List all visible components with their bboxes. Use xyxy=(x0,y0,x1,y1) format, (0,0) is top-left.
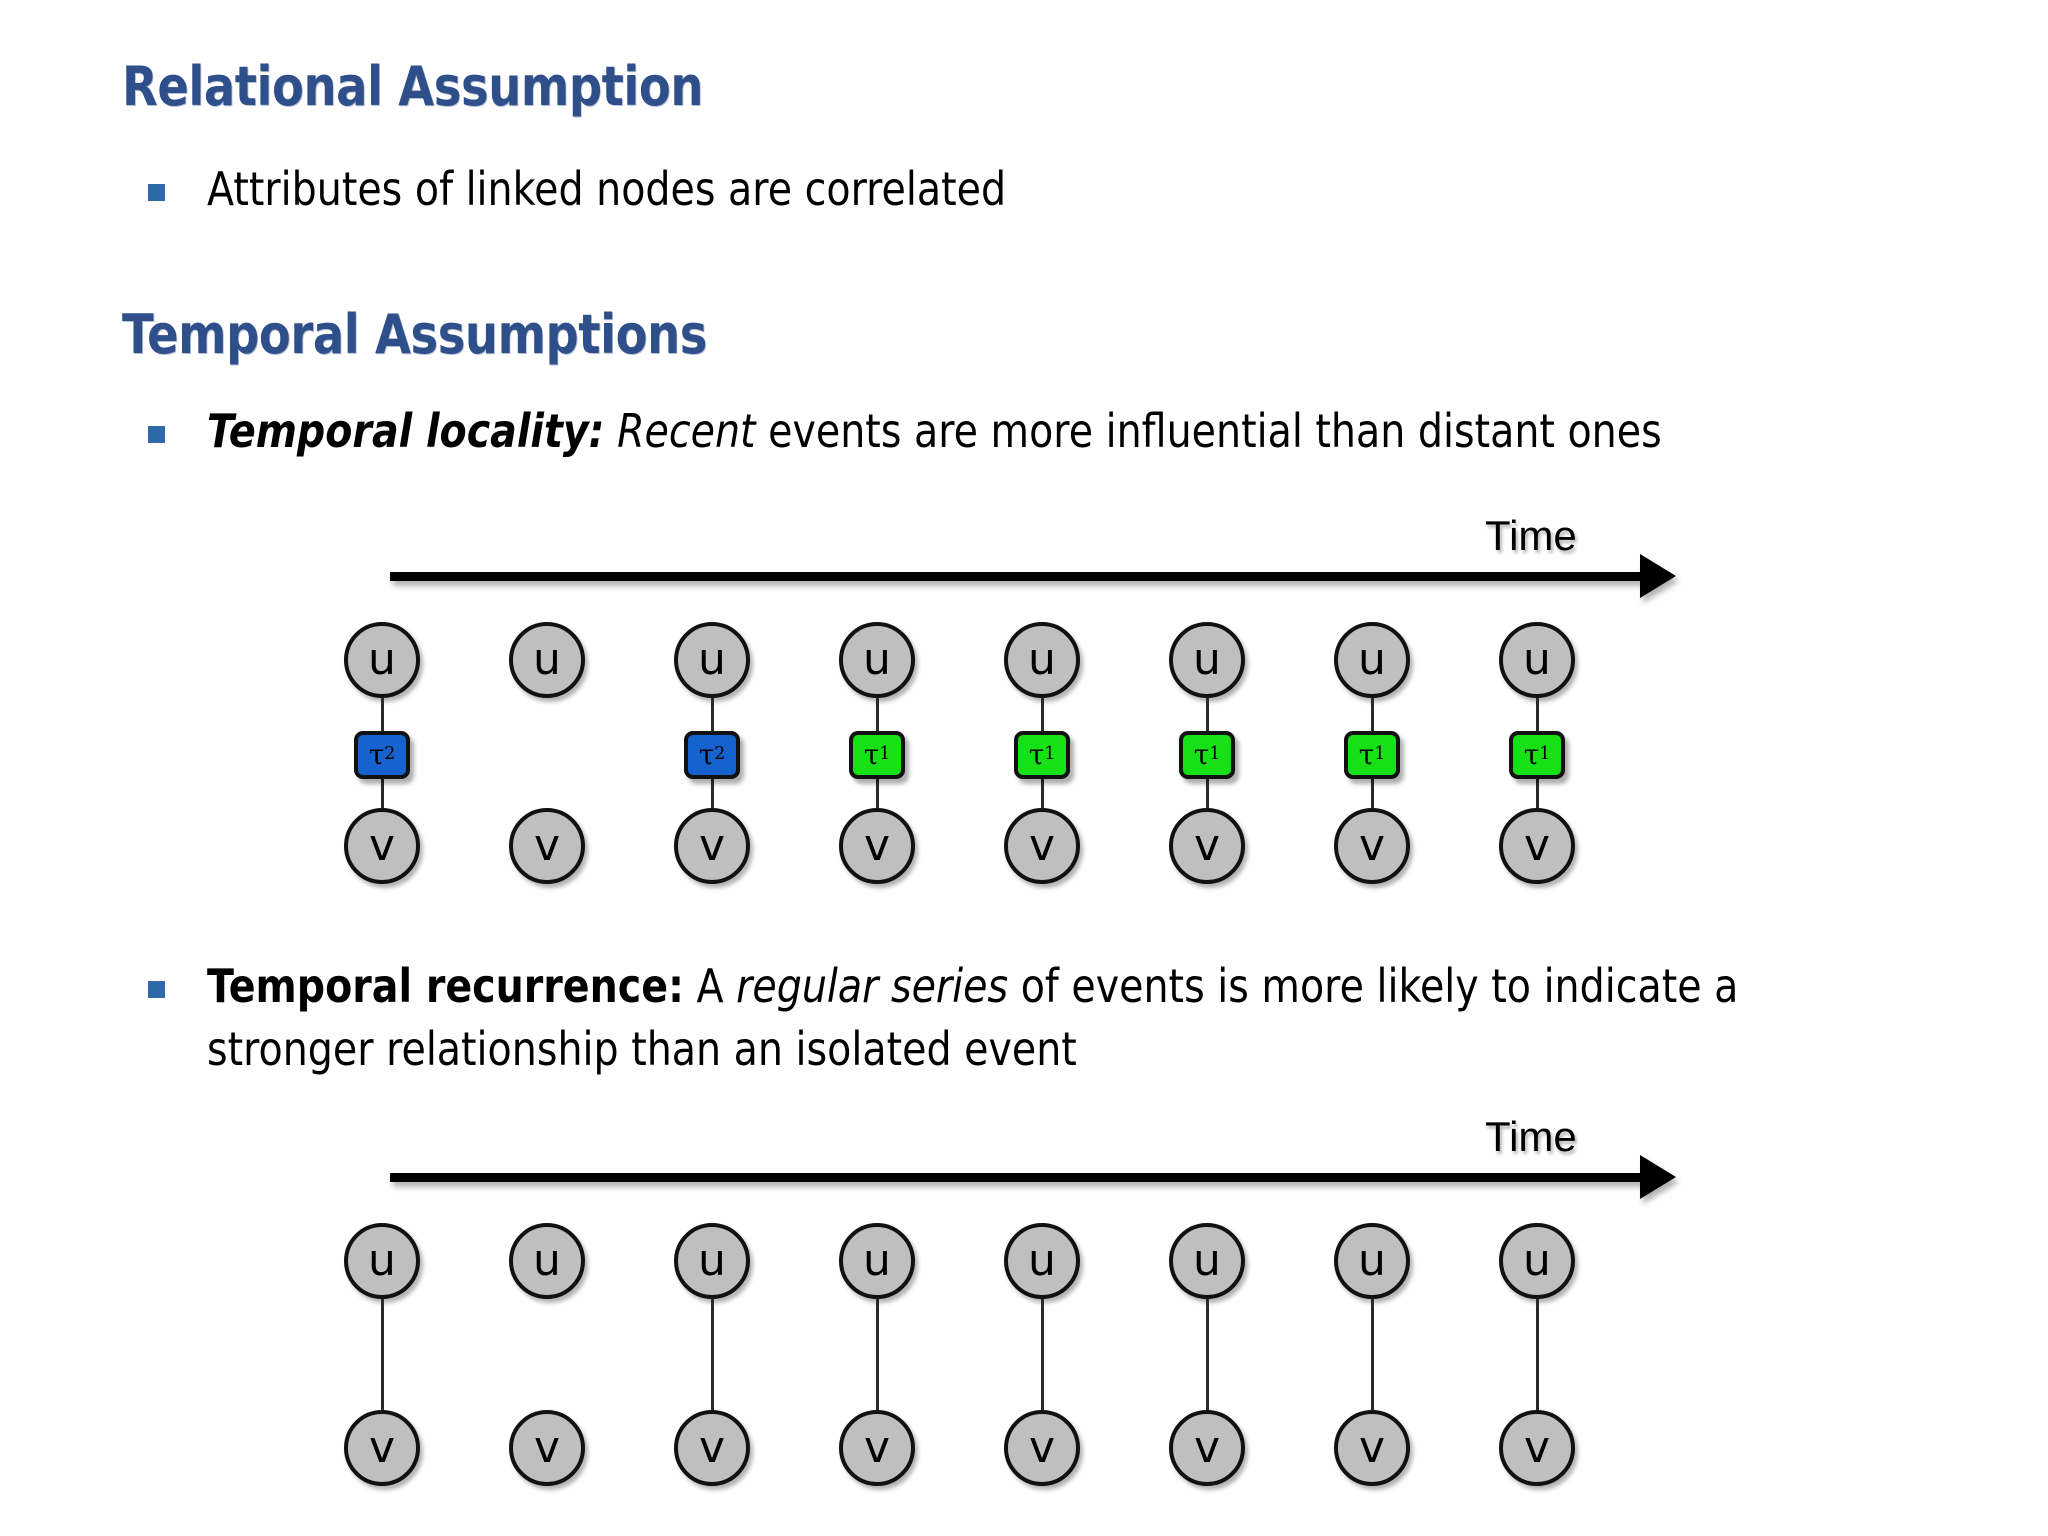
edge-u-to-v xyxy=(1206,1299,1209,1410)
node-u: u xyxy=(1334,1223,1410,1299)
bullet-attributes-text: Attributes of linked nodes are correlate… xyxy=(207,162,1007,216)
node-v: v xyxy=(674,808,750,884)
recurrence-mid: A xyxy=(683,959,737,1013)
time-axis-line xyxy=(390,1173,1640,1182)
node-v: v xyxy=(1499,1410,1575,1486)
node-v: v xyxy=(1499,808,1575,884)
edge-u-to-tau xyxy=(1536,698,1539,731)
node-v: v xyxy=(839,1410,915,1486)
time-axis-label: Time xyxy=(1485,512,1577,559)
edge-u-to-tau xyxy=(1371,698,1374,731)
node-u: u xyxy=(344,1223,420,1299)
node-u: u xyxy=(509,1223,585,1299)
node-u: u xyxy=(344,622,420,698)
bullet-temporal-locality-text: Temporal locality: Recent events are mor… xyxy=(207,400,1662,463)
bullet-attributes-of-linked-nodes: Attributes of linked nodes are correlate… xyxy=(148,158,1136,221)
time-axis-arrowhead-icon xyxy=(1640,1155,1676,1199)
edge-u-to-v xyxy=(711,1299,714,1410)
recurrence-emphasis: regular series xyxy=(736,959,1009,1013)
bullet-square-icon xyxy=(148,426,165,443)
bullet-temporal-recurrence: Temporal recurrence: A regular series of… xyxy=(148,955,2048,1080)
node-u: u xyxy=(1004,622,1080,698)
node-u: u xyxy=(509,622,585,698)
bullet-square-icon xyxy=(148,184,165,201)
edge-tau-to-v xyxy=(1206,779,1209,808)
locality-space xyxy=(604,404,617,458)
node-u: u xyxy=(1334,622,1410,698)
time-axis-arrowhead-icon xyxy=(1640,554,1676,598)
node-u: u xyxy=(1169,1223,1245,1299)
edge-tau-to-v xyxy=(1536,779,1539,808)
edge-u-to-tau xyxy=(1206,698,1209,731)
node-v: v xyxy=(1004,1410,1080,1486)
node-u: u xyxy=(839,1223,915,1299)
node-v: v xyxy=(674,1410,750,1486)
node-v: v xyxy=(1334,808,1410,884)
node-v: v xyxy=(344,808,420,884)
node-v: v xyxy=(344,1410,420,1486)
node-v: v xyxy=(509,808,585,884)
section-heading-relational: Relational Assumption xyxy=(122,55,703,118)
node-u: u xyxy=(839,622,915,698)
bullet-temporal-recurrence-text: Temporal recurrence: A regular series of… xyxy=(207,955,1790,1080)
node-u: u xyxy=(1004,1223,1080,1299)
node-v: v xyxy=(1169,808,1245,884)
edge-u-to-tau xyxy=(711,698,714,731)
edge-u-to-v xyxy=(876,1299,879,1410)
section-heading-temporal: Temporal Assumptions xyxy=(122,303,707,366)
edge-tau-to-v xyxy=(876,779,879,808)
edge-u-to-tau xyxy=(1041,698,1044,731)
edge-tau-to-v xyxy=(1371,779,1374,808)
edge-u-to-v xyxy=(1041,1299,1044,1410)
locality-lead: Temporal locality: xyxy=(207,404,605,458)
node-v: v xyxy=(509,1410,585,1486)
edge-u-to-v xyxy=(1536,1299,1539,1410)
node-v: v xyxy=(1004,808,1080,884)
node-u: u xyxy=(674,1223,750,1299)
node-u: u xyxy=(674,622,750,698)
node-v: v xyxy=(1334,1410,1410,1486)
edge-tau-to-v xyxy=(1041,779,1044,808)
time-axis-label: Time xyxy=(1485,1113,1577,1160)
node-v: v xyxy=(1169,1410,1245,1486)
recurrence-tail: of events is more likely to indicate a s… xyxy=(207,959,1751,1076)
locality-tail: events are more influential than distant… xyxy=(755,404,1662,458)
recurrence-lead: Temporal recurrence: xyxy=(207,959,684,1013)
edge-tau-to-v xyxy=(711,779,714,808)
edge-tau-to-v xyxy=(381,779,384,808)
bullet-square-icon xyxy=(148,981,165,998)
edge-u-to-tau xyxy=(876,698,879,731)
node-v: v xyxy=(839,808,915,884)
node-u: u xyxy=(1499,622,1575,698)
edge-u-to-v xyxy=(381,1299,384,1410)
bullet-temporal-locality: Temporal locality: Recent events are mor… xyxy=(148,400,2008,463)
node-u: u xyxy=(1499,1223,1575,1299)
edge-u-to-v xyxy=(1371,1299,1374,1410)
locality-emphasis: Recent xyxy=(617,404,756,458)
edge-u-to-tau xyxy=(381,698,384,731)
time-axis-line xyxy=(390,572,1640,581)
node-u: u xyxy=(1169,622,1245,698)
